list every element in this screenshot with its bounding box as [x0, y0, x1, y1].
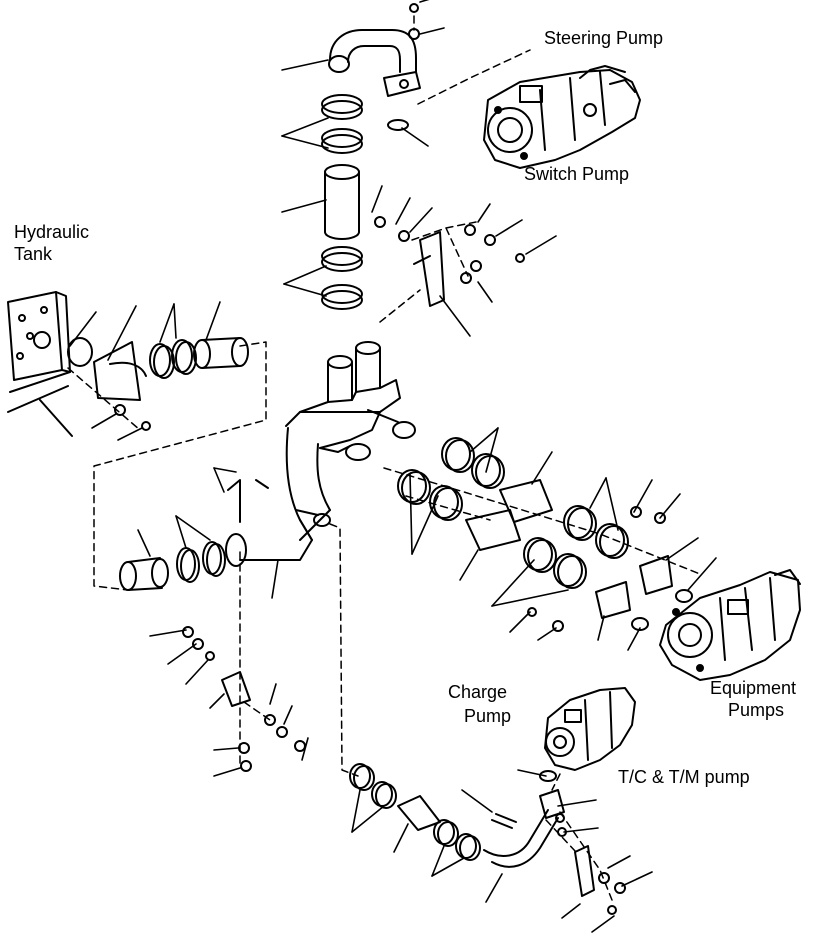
equipment-pump-hoses-and-clamps: [397, 437, 693, 631]
tank-outlet-elbow-and-hose: [67, 337, 249, 401]
lower-left-hose-assembly: [119, 533, 247, 591]
label-equipment-pumps-line2: Pumps: [728, 700, 785, 720]
dashed-routing-lines: [67, 15, 701, 901]
label-equipment-pumps-line1: Equipment: [710, 678, 797, 698]
label-steering-pump: Steering Pump: [544, 28, 664, 48]
label-charge-pump-line2: Pump: [464, 706, 512, 726]
vertical-hose: [324, 164, 360, 240]
bracket-and-bolts: [221, 231, 595, 897]
charge-pump-illustration: [544, 687, 636, 771]
suction-manifold: [239, 341, 416, 561]
top-clamps: [321, 94, 363, 310]
equipment-pumps-illustration: [659, 569, 801, 681]
label-hydraulic-tank-line1: Hydraulic: [14, 222, 90, 242]
charge-pump-suction-line: [349, 763, 565, 868]
top-elbow-pipe: [328, 29, 421, 131]
label-switch-pump: Switch Pump: [524, 164, 630, 184]
label-hydraulic-tank-line2: Tank: [14, 244, 53, 264]
small-fasteners: [114, 3, 666, 915]
hydraulic-tank-illustration: [7, 291, 73, 437]
steering-switch-pump-illustration: [483, 65, 641, 169]
label-tc-tm-pump: T/C & T/M pump: [618, 767, 750, 787]
label-charge-pump-line1: Charge: [448, 682, 508, 702]
leader-lines[interactable]: [69, 0, 717, 933]
